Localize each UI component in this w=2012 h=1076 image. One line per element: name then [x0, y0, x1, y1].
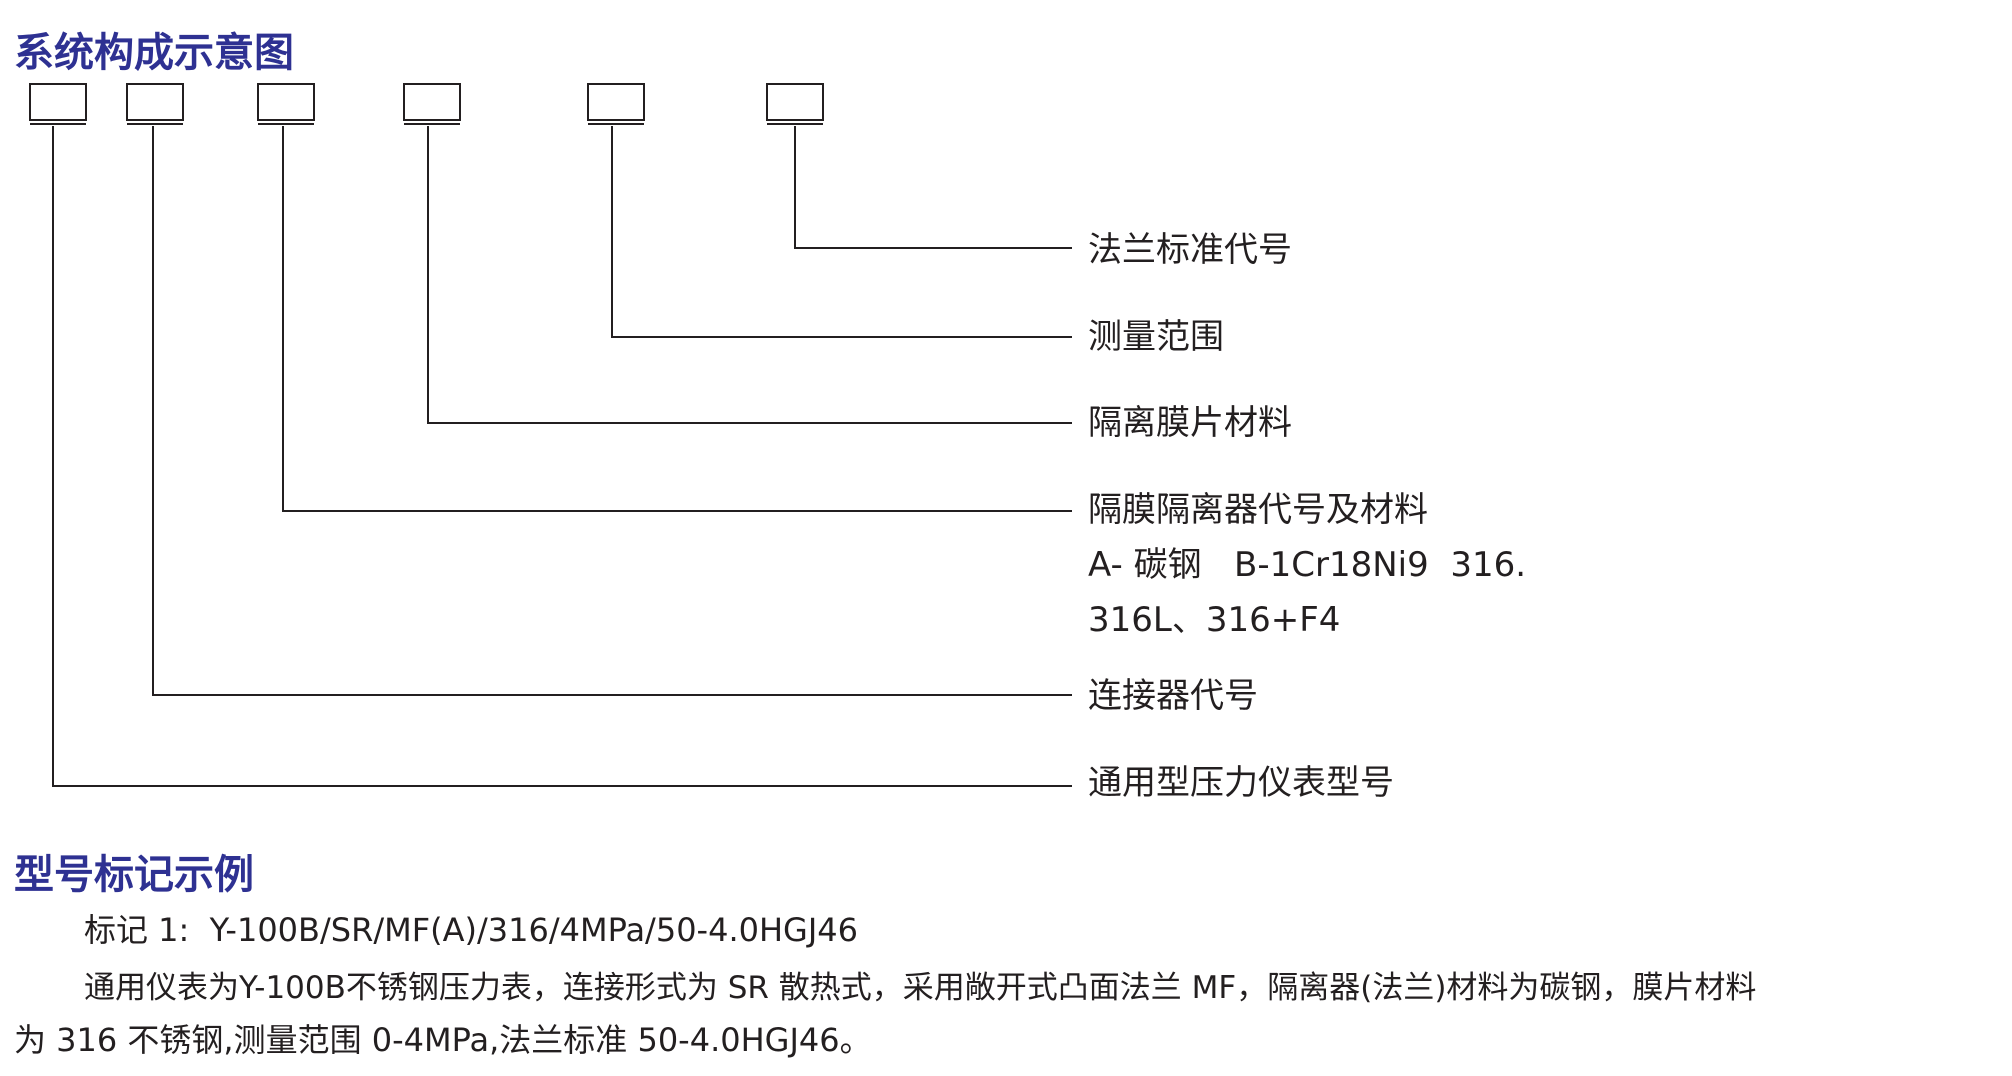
label-material-options-line2: 316L、316+F4	[1088, 600, 1341, 640]
label-diaphragm-material: 隔离膜片材料	[1088, 403, 1292, 443]
leader-line-connector	[152, 126, 1072, 696]
section-title-system-diagram: 系统构成示意图	[14, 30, 294, 76]
leader-line-flange-standard	[794, 126, 1072, 249]
label-isolator-code-material: 隔膜隔离器代号及材料	[1088, 490, 1428, 530]
code-box-isolator	[257, 83, 315, 121]
section-title-model-example: 型号标记示例	[14, 852, 254, 898]
example-description-line1: 通用仪表为Y-100B不锈钢压力表，连接形式为 SR 散热式，采用敞开式凸面法兰…	[84, 970, 1757, 1006]
label-measuring-range: 测量范围	[1088, 317, 1224, 357]
system-composition-diagram	[29, 83, 1072, 787]
leader-line-isolator	[282, 126, 1072, 512]
label-flange-standard-code: 法兰标准代号	[1088, 230, 1292, 270]
code-box-flange-standard	[766, 83, 824, 121]
code-box-connector	[126, 83, 184, 121]
label-material-options-line1: A- 碳钢 B-1Cr18Ni9 316.	[1088, 545, 1527, 585]
leader-line-measuring-range	[611, 126, 1072, 338]
leader-line-gauge-model	[52, 126, 1072, 787]
code-box-gauge-model	[29, 83, 87, 121]
leader-line-diaphragm-material	[427, 126, 1072, 424]
code-box-diaphragm-material	[403, 83, 461, 121]
example-description-line2: 为 316 不锈钢,测量范围 0-4MPa,法兰标准 50-4.0HGJ46。	[14, 1021, 872, 1059]
label-connector-code: 连接器代号	[1088, 676, 1258, 716]
label-gauge-model: 通用型压力仪表型号	[1088, 763, 1394, 803]
code-box-measuring-range	[587, 83, 645, 121]
example-marking-label: 标记 1: Y-100B/SR/MF(A)/316/4MPa/50-4.0HGJ…	[84, 911, 859, 949]
